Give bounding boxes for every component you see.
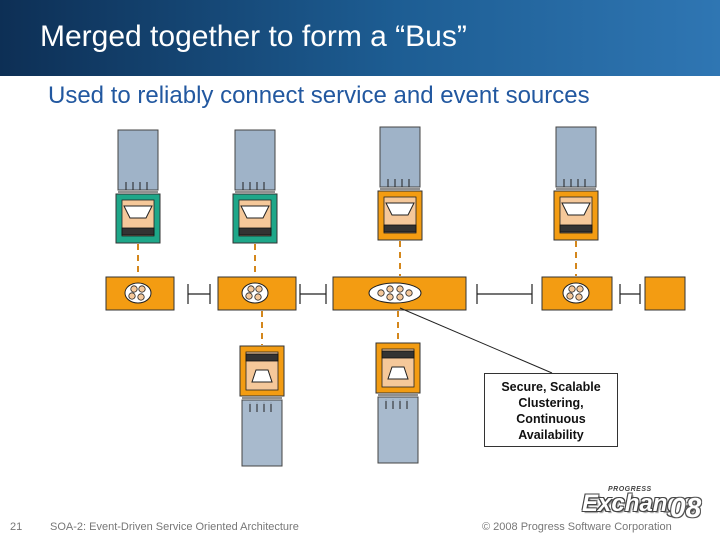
service-connector-icon [375,342,421,464]
service-connector-icon [115,129,161,244]
service-connector-icon [232,129,278,244]
callout-line: Clustering, [518,396,584,410]
callout-line: Continuous [516,412,586,426]
callout-line: Secure, Scalable [501,380,601,394]
bus-segment-node-icon [368,282,422,304]
bus-segment [644,276,686,311]
progress-exchange-logo: PROGRESS Exchange 08 [574,484,714,526]
callout-line: Availability [518,428,584,442]
service-connector-icon [239,345,285,467]
footer-copyright: © 2008 Progress Software Corporation [482,521,672,533]
title-bar [0,0,720,76]
service-connector-icon [553,126,599,241]
footer-presentation-title: SOA-2: Event-Driven Service Oriented Arc… [50,521,299,533]
page-number: 21 [10,521,23,533]
bus-segment-node-icon [124,282,152,304]
dashed-links-top [137,241,577,276]
slide-title: Merged together to form a “Bus” [40,20,467,53]
dashed-links-bottom [261,311,399,345]
callout-box: Secure, Scalable Clustering, Continuous … [484,373,618,447]
logo-product: Exchange [582,490,696,517]
callout-pointer [399,307,553,374]
service-connector-icon [377,126,423,241]
bus-segment-node-icon [241,282,269,304]
bus-segment-node-icon [562,282,590,304]
bus-joint-icon [187,284,641,304]
slide-subtitle: Used to reliably connect service and eve… [48,82,590,109]
logo-year: 08 [670,492,702,523]
logo-brand: PROGRESS [608,486,652,493]
